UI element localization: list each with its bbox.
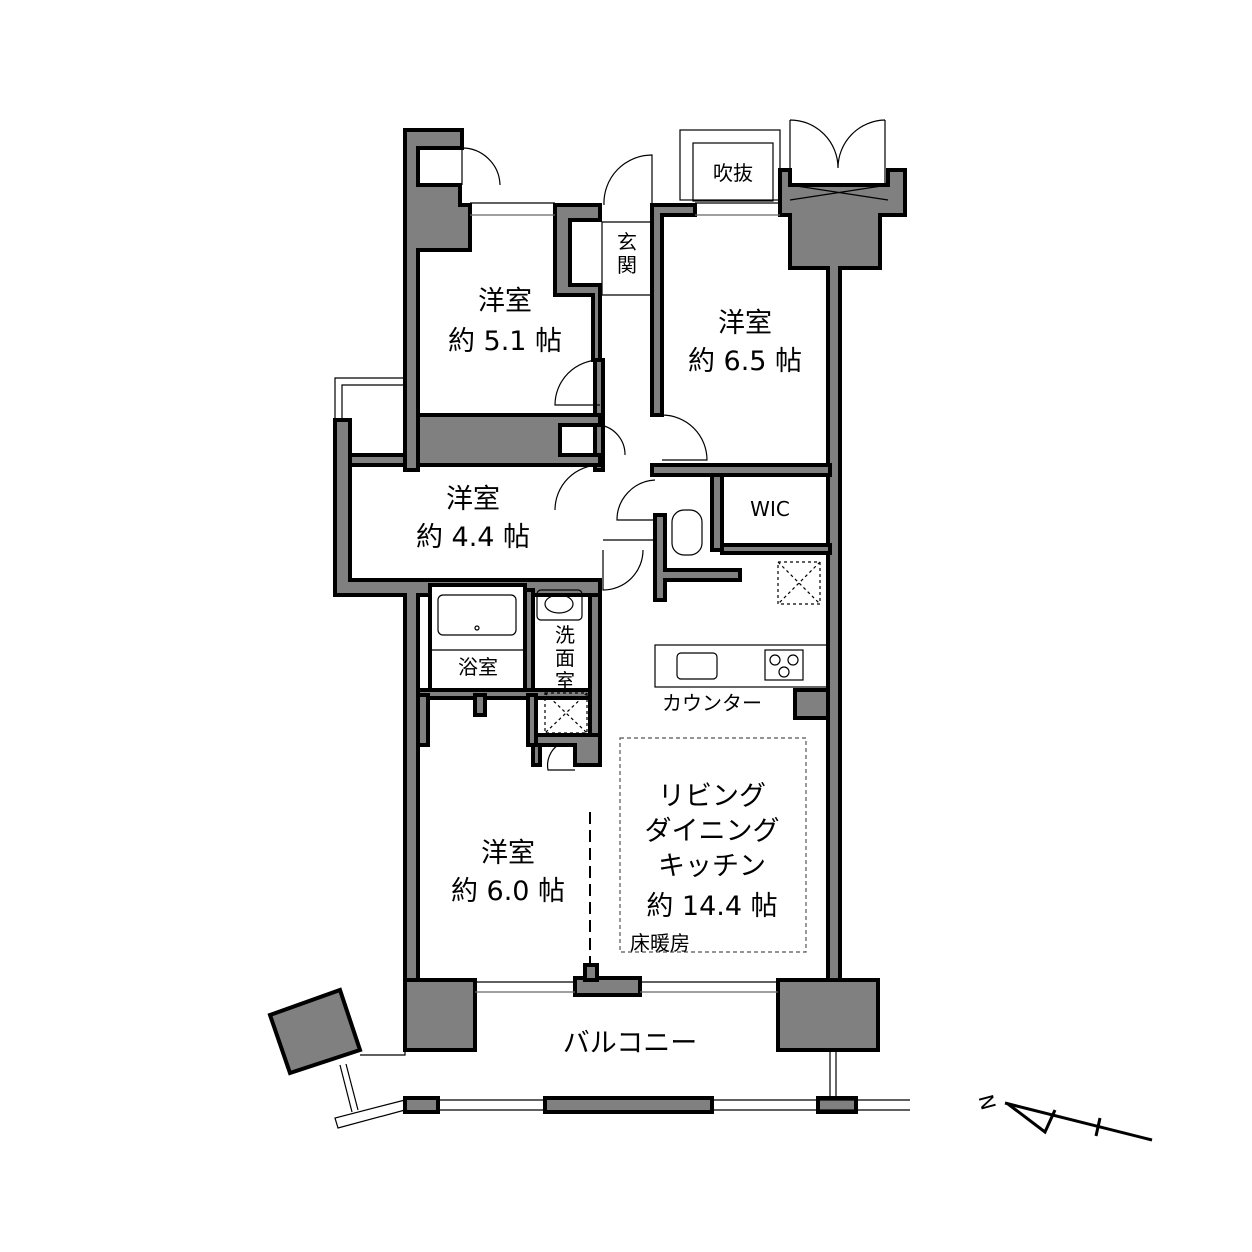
room-size: 約 5.1 帖 — [448, 326, 562, 357]
room-name: 洋室 — [478, 286, 532, 317]
room-name: 洋室 — [481, 838, 535, 869]
ldk-line2: ダイニング — [645, 816, 780, 847]
entrance-label-2: 関 — [617, 253, 637, 277]
counter-label: カウンター — [662, 691, 762, 715]
ldk-line1: リビング — [658, 781, 766, 812]
room-bedroom-sw: 洋室 約 6.0 帖 — [451, 838, 565, 907]
wic-label: WIC — [750, 497, 790, 521]
floor-heating-note: 床暖房 — [630, 931, 690, 955]
entrance-label-1: 玄 — [617, 230, 637, 254]
compass-icon: N — [974, 1092, 1153, 1142]
washroom-label-1: 洗 — [555, 623, 575, 647]
walls — [267, 128, 907, 1114]
room-bedroom-ne: 洋室 約 6.5 帖 — [688, 308, 802, 377]
room-bedroom-w: 洋室 約 4.4 帖 — [416, 484, 530, 553]
room-size: 約 14.4 帖 — [646, 891, 777, 922]
bath-label: 浴室 — [458, 655, 498, 679]
room-size: 約 6.5 帖 — [688, 346, 802, 377]
ldk-line3: キッチン — [658, 851, 766, 882]
fixtures — [334, 119, 910, 1129]
room-name: 洋室 — [718, 308, 772, 339]
washroom-label-3: 室 — [555, 669, 575, 693]
room-size: 約 6.0 帖 — [451, 876, 565, 907]
room-name: 洋室 — [446, 484, 500, 515]
room-ldk: リビング ダイニング キッチン 約 14.4 帖 床暖房 — [630, 781, 780, 955]
room-bedroom-nw: 洋室 約 5.1 帖 — [448, 286, 562, 357]
washroom-label-2: 面 — [555, 646, 575, 670]
room-size: 約 4.4 帖 — [416, 522, 530, 553]
compass-north-label: N — [974, 1092, 1001, 1113]
void-label: 吹抜 — [713, 161, 753, 185]
balcony-label: バルコニー — [563, 1028, 697, 1059]
